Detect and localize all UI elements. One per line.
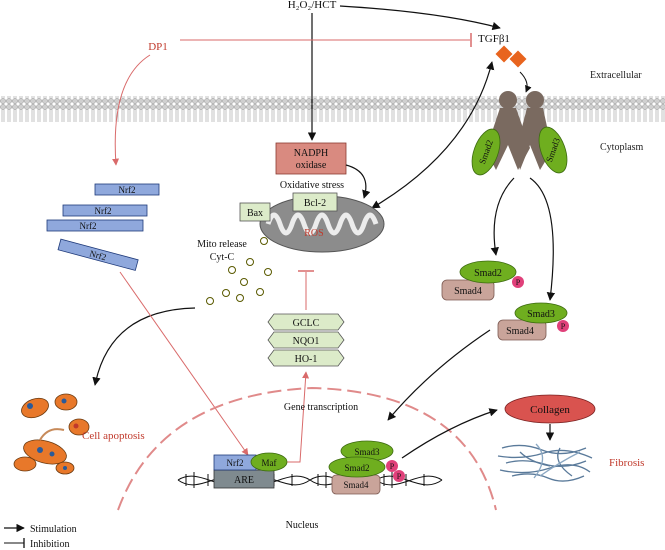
- bcl2-label: Bcl-2: [304, 198, 326, 209]
- svg-text:Smad4: Smad4: [454, 286, 482, 297]
- svg-text:Smad2: Smad2: [344, 463, 369, 473]
- receptor-to-smad3-arrow: [529, 177, 556, 301]
- nadph-oxidase-box: [275, 142, 347, 175]
- receptor-smad3: Smad3: [538, 126, 568, 174]
- antioxidant-genes-group: GCLC NQO1 HO-1: [267, 313, 345, 367]
- bcl2-box: [292, 192, 338, 212]
- receptor-to-smad2-arrow: [490, 177, 515, 256]
- tgfb1-ligand-b: [509, 50, 527, 68]
- nucleus-label: Nucleus: [286, 520, 319, 531]
- tgfb1-ligand-a: [495, 45, 513, 63]
- tgfb-mito-bidirectional-arrow: [371, 61, 495, 209]
- dp1-label: DP1: [148, 41, 168, 53]
- svg-text:Smad4: Smad4: [343, 480, 369, 490]
- oxidative-stress-label: Oxidative stress: [280, 180, 344, 191]
- svg-text:Smad2: Smad2: [474, 268, 502, 279]
- svg-text:Nrf2: Nrf2: [88, 248, 107, 262]
- are-label: ARE: [234, 475, 254, 486]
- mito-release-label: Mito release: [197, 239, 247, 250]
- svg-text:P: P: [397, 472, 402, 481]
- cytc-label: Cyt-C: [210, 252, 235, 263]
- nadph-to-mito-arrow: [345, 164, 371, 199]
- cytoplasm-label: Cytoplasm: [600, 142, 644, 153]
- nrf2maf-to-genes-arrow: [265, 371, 310, 463]
- bax-label: Bax: [247, 208, 263, 219]
- gene-transcription-label: Gene transcription: [284, 402, 358, 413]
- svg-text:Smad3: Smad3: [354, 447, 380, 457]
- svg-text:P: P: [390, 462, 395, 471]
- legend: Stimulation Inhibition: [4, 523, 77, 550]
- svg-text:GCLC: GCLC: [293, 318, 320, 329]
- collagen-label: Collagen: [530, 404, 570, 416]
- svg-text:NQO1: NQO1: [293, 336, 320, 347]
- svg-text:HO-1: HO-1: [295, 354, 318, 365]
- stimulus-to-tgfb-arrow: [339, 5, 501, 31]
- svg-text:P: P: [561, 322, 566, 331]
- maf-ellipse: [250, 452, 288, 472]
- ros-label: ROS: [304, 228, 323, 239]
- svg-text:Nrf2: Nrf2: [119, 185, 136, 195]
- nrf2-cytoplasm-group: Nrf2 Nrf2 Nrf2 Nrf2: [46, 183, 160, 271]
- cell-apoptosis-label: Cell apoptosis: [82, 430, 145, 442]
- svg-text:Smad3: Smad3: [527, 309, 555, 320]
- nrf2-to-nucleus-arrow: [119, 271, 249, 456]
- smad3-smad4-complex: Smad4 Smad3 P: [497, 302, 569, 341]
- legend-stimulation-label: Stimulation: [30, 524, 77, 535]
- stimulus-label: H₂O₂/HCT: [288, 0, 337, 11]
- cell-apoptosis-image: [13, 393, 90, 475]
- nrf2-nuclear-label: Nrf2: [227, 458, 244, 468]
- cytc-to-apoptosis-arrow: [92, 307, 196, 386]
- bax-box: [239, 202, 271, 222]
- collagen-ellipse: [504, 394, 596, 424]
- cytc-particles: [206, 237, 272, 305]
- maf-label: Maf: [262, 458, 277, 468]
- cell-membrane: [0, 96, 665, 122]
- nuclear-smad-complex: Smad4 Smad3 Smad2 P P: [328, 440, 405, 495]
- oxidase-label: oxidase: [296, 160, 327, 171]
- tgfb-to-receptor-arrow: [519, 71, 532, 93]
- svg-text:P: P: [516, 278, 521, 287]
- legend-inhibition-label: Inhibition: [30, 539, 69, 550]
- nuclear-envelope: [117, 386, 497, 511]
- dp1-to-nrf2-arrow: [112, 54, 151, 166]
- smad-complex-to-nucleus-arrow: [387, 329, 491, 421]
- smad2-smad4-complex: Smad4 Smad2 P: [441, 260, 524, 301]
- extracellular-label: Extracellular: [590, 70, 642, 81]
- svg-text:Nrf2: Nrf2: [95, 206, 112, 216]
- svg-text:Smad4: Smad4: [506, 326, 534, 337]
- fibrosis-label: Fibrosis: [609, 457, 644, 469]
- tgfb1-label: TGFβ1: [478, 33, 510, 45]
- fibrosis-fibers-image: [497, 443, 593, 482]
- nadph-label: NADPH: [294, 148, 328, 159]
- smad-to-collagen-arrow: [401, 408, 498, 459]
- svg-text:Nrf2: Nrf2: [80, 221, 97, 231]
